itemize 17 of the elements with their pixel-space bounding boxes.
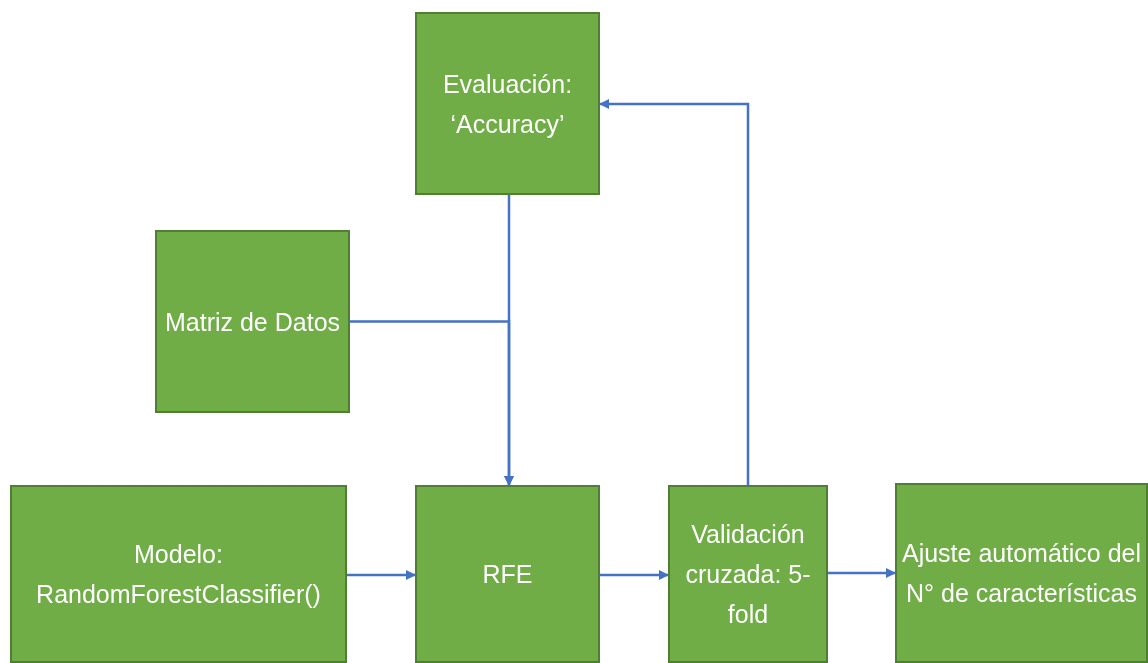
process-box (415, 12, 600, 195)
arrow (599, 99, 750, 485)
box-label: Ajuste automático del N° de características (901, 538, 1142, 609)
arrow (600, 570, 669, 580)
arrow (828, 568, 896, 578)
process-box (895, 483, 1148, 663)
process-box (668, 485, 828, 663)
process-box (10, 485, 347, 663)
box-label: Evaluación: ‘Accuracy’ (441, 68, 574, 140)
process-box (415, 485, 600, 663)
box-label: Modelo: RandomForestClassifier() (35, 539, 322, 610)
box-label: Matriz de Datos (164, 306, 341, 338)
arrow (347, 570, 416, 580)
process-box (155, 230, 350, 413)
box-label: RFE (482, 559, 533, 590)
box-label: Validación cruzada: 5-fold (684, 519, 812, 630)
arrow (350, 320, 514, 486)
